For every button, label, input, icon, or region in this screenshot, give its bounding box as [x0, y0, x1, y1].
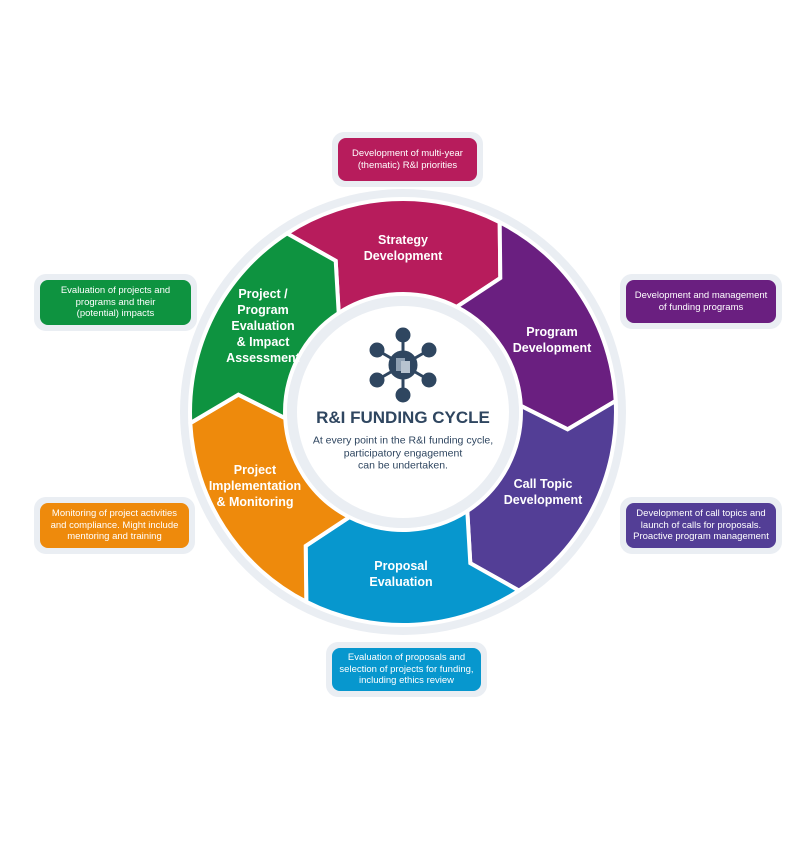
description-text: Development of call topics and launch of…	[626, 503, 776, 548]
stage-label-strategy: Strategy Development	[363, 233, 443, 263]
description-box-call-topic: Development of call topics and launch of…	[620, 497, 782, 554]
description-box-evaluation: Evaluation of projects and programs and …	[34, 274, 197, 331]
stage-label-call-topic: Call Topic Development	[503, 477, 583, 507]
description-box-implementation: Monitoring of project activities and com…	[34, 497, 195, 554]
description-text: Evaluation of projects and programs and …	[40, 280, 191, 325]
segment-evaluation	[188, 231, 341, 427]
description-text: Development of multi-year (thematic) R&I…	[338, 138, 477, 181]
center-title: R&I FUNDING CYCLE	[316, 408, 490, 427]
stage-label-proposal: Proposal Evaluation	[369, 559, 433, 589]
stage-label-implementation: Project Implementation & Monitoring	[208, 463, 302, 509]
stage-label-evaluation: Project / Program Evaluation & Impact As…	[226, 287, 300, 365]
description-box-program: Development and management of funding pr…	[620, 274, 782, 329]
description-text: Development and management of funding pr…	[626, 280, 776, 323]
description-text: Evaluation of proposals and selection of…	[332, 648, 481, 691]
center-circle	[297, 306, 509, 518]
description-box-proposal: Evaluation of proposals and selection of…	[326, 642, 487, 697]
description-text: Monitoring of project activities and com…	[40, 503, 189, 548]
network-hub-documents-icon	[369, 327, 437, 403]
stage-label-program: Program Development	[512, 325, 592, 355]
center-subtitle: At every point in the R&I funding cycle,…	[312, 434, 494, 472]
description-box-strategy: Development of multi-year (thematic) R&I…	[332, 132, 483, 187]
